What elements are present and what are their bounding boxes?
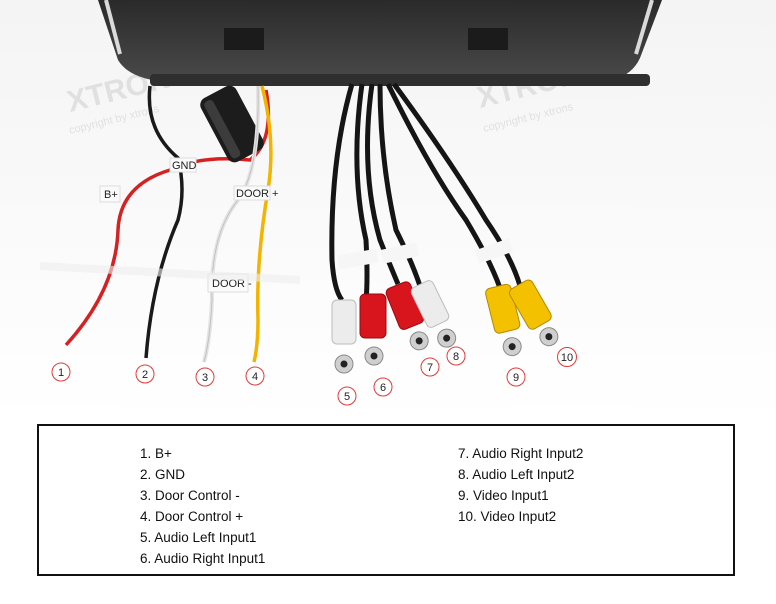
callout-3: 3 [195, 367, 215, 387]
black-wire [144, 85, 184, 359]
monitor-housing [98, 0, 662, 86]
rca-connector-7-red [385, 281, 429, 351]
legend-item-door-control-plus: 4. Door Control + [140, 509, 244, 524]
svg-text:10: 10 [561, 352, 573, 364]
svg-text:9: 9 [513, 372, 519, 384]
svg-text:DOOR +: DOOR + [236, 188, 278, 200]
legend-item-audio-left-input2: 8. Audio Left Input2 [458, 467, 575, 482]
legend-box: 1. B+ 2. GND 3. Door Control - 4. Door C… [37, 424, 735, 576]
rca-connector-5-white [331, 299, 357, 374]
callout-9: 9 [506, 367, 526, 387]
legend-column-left: 1. B+ 2. GND 3. Door Control - 4. Door C… [140, 443, 265, 569]
callout-4: 4 [245, 366, 265, 386]
svg-text:8: 8 [453, 351, 459, 363]
svg-text:B+: B+ [104, 189, 118, 201]
svg-text:7: 7 [427, 362, 433, 374]
legend-item-video-input1: 9. Video Input1 [458, 488, 549, 503]
svg-text:4: 4 [252, 371, 258, 383]
wire-tag-door-plus: DOOR + [233, 185, 278, 201]
yellow-wire [252, 85, 273, 363]
fuse-holder [200, 85, 264, 163]
product-photo: XTRONS copyright by xtrons XTRONS copyri… [0, 0, 776, 420]
callout-6: 6 [373, 377, 393, 397]
svg-text:DOOR -: DOOR - [212, 278, 252, 290]
legend-item-video-input2: 10. Video Input2 [458, 509, 557, 524]
svg-text:5: 5 [344, 391, 350, 403]
callout-2: 2 [135, 364, 155, 384]
callout-5: 5 [337, 386, 357, 406]
svg-text:2: 2 [142, 369, 148, 381]
wire-tag-gnd: GND [169, 157, 197, 173]
svg-text:GND: GND [172, 160, 197, 172]
svg-text:3: 3 [202, 372, 208, 384]
rca-connector-10-yellow [508, 279, 559, 347]
rca-connector-8-white [410, 280, 457, 348]
legend-item-gnd: 2. GND [140, 467, 186, 482]
svg-text:1: 1 [58, 367, 64, 379]
rca-cables [329, 82, 523, 302]
wire-tag-b-plus: B+ [99, 185, 121, 203]
legend-column-right: 7. Audio Right Input2 8. Audio Left Inpu… [458, 443, 583, 527]
callout-7: 7 [420, 357, 440, 377]
legend-item-audio-right-input2: 7. Audio Right Input2 [458, 446, 584, 461]
legend-item-door-control-minus: 3. Door Control - [140, 488, 240, 503]
callout-10: 10 [557, 347, 577, 367]
svg-text:6: 6 [380, 382, 386, 394]
callout-1: 1 [51, 362, 71, 382]
callout-8: 8 [446, 346, 466, 366]
rca-connector-6-red [359, 293, 387, 366]
legend-item-audio-right-input1: 6. Audio Right Input1 [140, 551, 266, 566]
legend-item-audio-left-input1: 5. Audio Left Input1 [140, 530, 257, 545]
legend-item-b-plus: 1. B+ [140, 446, 172, 461]
